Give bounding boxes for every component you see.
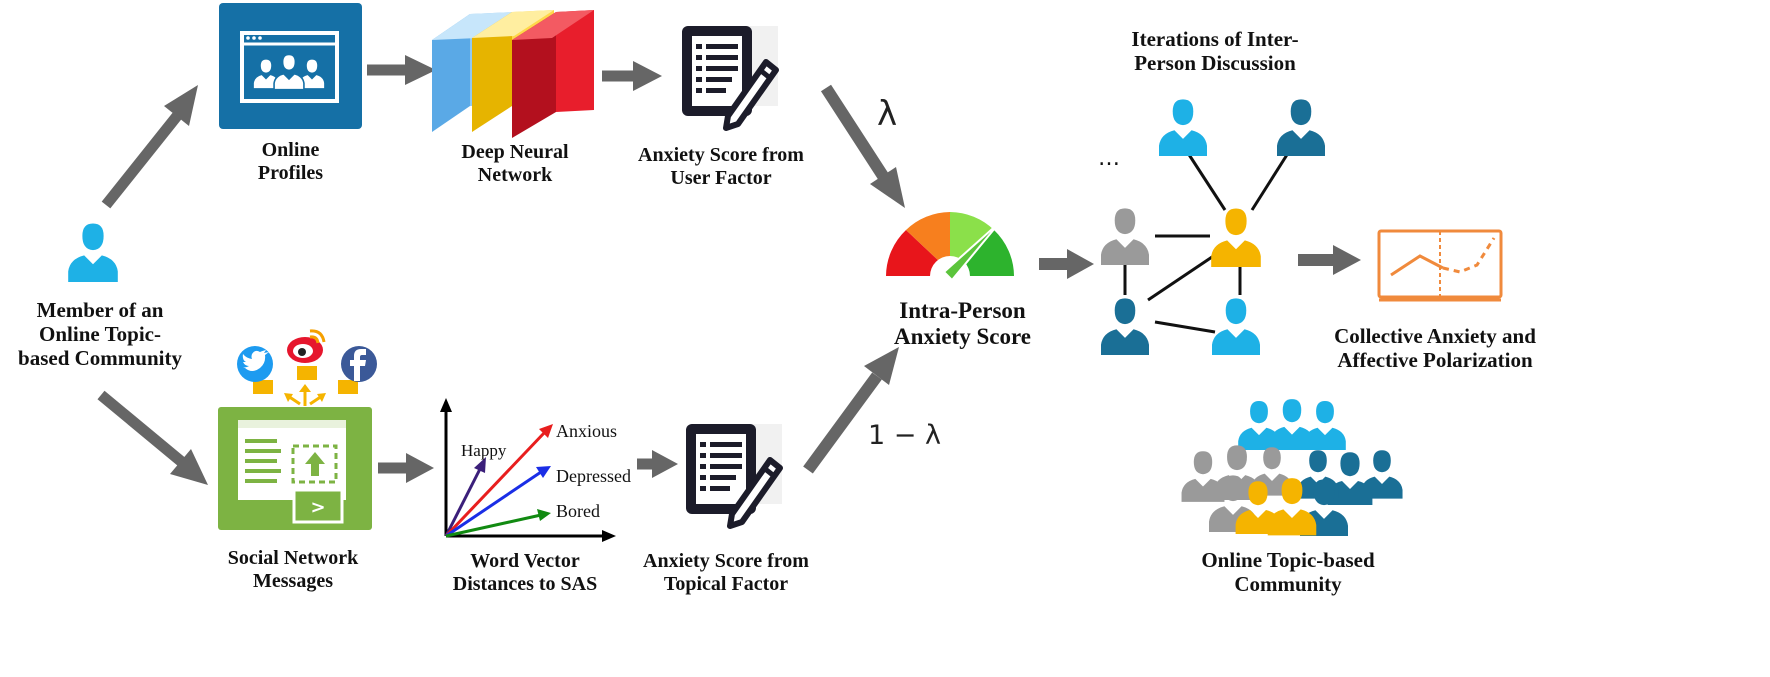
arrow-member-to-messages-head bbox=[170, 449, 208, 485]
network-ellipsis: … bbox=[1098, 146, 1120, 171]
label-intra-line-2: Anxiety Score bbox=[894, 324, 1031, 350]
vector-label-bored: Bored bbox=[556, 501, 600, 521]
label-dnn-line-2: Network bbox=[477, 164, 553, 186]
label-online-community: Online Topic-based Community bbox=[1163, 548, 1413, 596]
label-deep-neural-network: Deep Neural Network bbox=[432, 141, 598, 187]
label-messages-line-2: Messages bbox=[253, 570, 333, 592]
label-member-line-2: Online Topic- bbox=[39, 322, 161, 347]
label-topical-factor-line-2: Topical Factor bbox=[663, 573, 789, 595]
arrow-user-to-intra-head bbox=[870, 167, 905, 208]
network-person-top-right bbox=[1277, 99, 1325, 156]
arrow-network-to-collective-head bbox=[1333, 245, 1361, 275]
network-person-bottom-right bbox=[1212, 298, 1260, 355]
collective-chart-icon bbox=[1377, 229, 1503, 302]
weibo-icon bbox=[285, 325, 326, 365]
arrow-dnn-to-userscore-head bbox=[633, 61, 662, 91]
label-messages-line-1: Social Network bbox=[227, 547, 359, 569]
twitter-icon bbox=[237, 346, 273, 382]
label-iterations-line-1: Iterations of Inter- bbox=[1131, 27, 1299, 51]
label-collective-line-2: Affective Polarization bbox=[1337, 348, 1533, 373]
network-person-gray bbox=[1101, 208, 1149, 265]
arrow-topical-to-intra bbox=[803, 372, 882, 474]
arrow-member-to-messages bbox=[97, 390, 187, 468]
arrow-vectors-to-topical-head bbox=[652, 450, 678, 478]
user-factor-document-icon bbox=[682, 26, 778, 128]
label-collective-anxiety: Collective Anxiety and Affective Polariz… bbox=[1302, 324, 1568, 372]
arrow-member-to-profiles bbox=[101, 112, 182, 209]
label-iterations-line-2: Person Discussion bbox=[1134, 51, 1296, 76]
label-collective-line-1: Collective Anxiety and bbox=[1334, 324, 1536, 348]
anxiety-gauge-icon bbox=[886, 212, 1014, 296]
label-member-line-3: based Community bbox=[18, 346, 182, 371]
label-social-network-messages: Social Network Messages bbox=[198, 547, 388, 593]
word-vector-plot bbox=[440, 398, 616, 542]
vector-label-depressed: Depressed bbox=[556, 466, 631, 486]
label-anxiety-user-factor: Anxiety Score from User Factor bbox=[616, 144, 826, 190]
social-network-messages-icon: > bbox=[218, 366, 372, 530]
label-dnn-line-1: Deep Neural bbox=[461, 141, 569, 163]
label-online-profiles: Online Profiles bbox=[219, 139, 362, 185]
label-iterations: Iterations of Inter- Person Discussion bbox=[1085, 27, 1345, 75]
label-user-factor-line-2: User Factor bbox=[670, 167, 772, 189]
label-word-vector-line-2: Distances to SAS bbox=[452, 573, 598, 595]
label-community-line-2: Community bbox=[1234, 572, 1342, 597]
label-user-factor-line-1: Anxiety Score from bbox=[638, 144, 804, 166]
label-intra-person-score: Intra-Person Anxiety Score bbox=[860, 298, 1065, 351]
arrow-member-to-profiles-head bbox=[164, 85, 198, 126]
flow-arrows bbox=[97, 55, 1361, 485]
topical-factor-document-icon bbox=[686, 424, 782, 526]
online-profiles-icon bbox=[219, 3, 362, 129]
label-online-profiles-line-2: Profiles bbox=[257, 162, 324, 184]
label-intra-line-1: Intra-Person bbox=[899, 298, 1026, 323]
weight-one-minus-lambda: 1 − λ bbox=[868, 420, 941, 451]
vector-label-happy: Happy bbox=[461, 441, 507, 460]
vector-label-anxious: Anxious bbox=[556, 421, 618, 441]
svg-text:>: > bbox=[310, 497, 325, 518]
label-community-line-1: Online Topic-based bbox=[1201, 548, 1375, 572]
label-online-profiles-line-1: Online bbox=[261, 139, 320, 161]
label-member-line-1: Member of an bbox=[36, 298, 164, 322]
arrow-user-to-intra bbox=[820, 84, 889, 180]
label-word-vector-line-1: Word Vector bbox=[470, 550, 580, 572]
network-person-top-left bbox=[1159, 99, 1207, 156]
weight-lambda: λ bbox=[877, 94, 898, 134]
member-person-icon bbox=[68, 223, 118, 282]
network-person-gold bbox=[1211, 208, 1261, 267]
inter-person-network bbox=[1101, 99, 1325, 355]
facebook-icon bbox=[341, 346, 377, 382]
arrow-messages-to-vectors-head bbox=[406, 453, 434, 483]
deep-neural-network-icon bbox=[432, 10, 594, 138]
label-topical-factor-line-1: Anxiety Score from bbox=[643, 550, 809, 572]
arrow-topical-to-intra-head bbox=[864, 347, 899, 385]
label-anxiety-topical-factor: Anxiety Score from Topical Factor bbox=[616, 550, 836, 596]
label-member: Member of an Online Topic- based Communi… bbox=[0, 298, 200, 370]
label-word-vector: Word Vector Distances to SAS bbox=[425, 550, 625, 596]
network-person-bottom-left bbox=[1101, 298, 1149, 355]
arrow-profiles-to-dnn-head bbox=[405, 55, 436, 85]
community-crowd-icon bbox=[1181, 399, 1403, 536]
arrow-intra-to-network-head bbox=[1067, 249, 1094, 279]
